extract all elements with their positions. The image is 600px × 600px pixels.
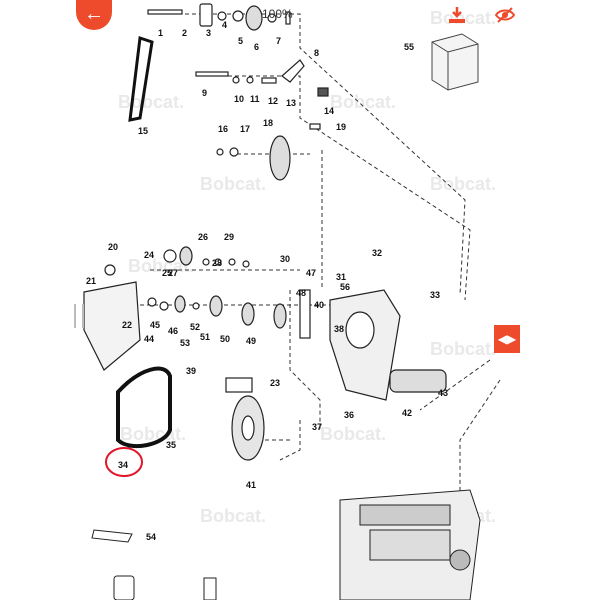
callout-54: 54 bbox=[146, 532, 156, 542]
callout-41: 41 bbox=[246, 480, 256, 490]
callout-12: 12 bbox=[268, 96, 278, 106]
callout-10: 10 bbox=[234, 94, 244, 104]
callout-39: 39 bbox=[186, 366, 196, 376]
callout-56: 56 bbox=[340, 282, 350, 292]
callout-21: 21 bbox=[86, 276, 96, 286]
watermark: Bobcat. bbox=[430, 339, 496, 359]
callout-37: 37 bbox=[312, 422, 322, 432]
callout-49: 49 bbox=[246, 336, 256, 346]
belts bbox=[116, 35, 172, 449]
middle-hardware bbox=[83, 246, 447, 461]
callout-29: 29 bbox=[224, 232, 234, 242]
callout-6: 6 bbox=[254, 42, 259, 52]
drag-handle[interactable] bbox=[74, 304, 84, 328]
callout-34: 34 bbox=[118, 460, 128, 470]
part-56-box bbox=[431, 33, 479, 91]
belt-34 bbox=[116, 366, 172, 449]
callout-51: 51 bbox=[200, 332, 210, 342]
watermark: Bobcat. bbox=[200, 506, 266, 526]
rod bbox=[203, 577, 217, 600]
watermark: Bobcat. bbox=[430, 174, 496, 194]
sealant-tube-54 bbox=[91, 529, 133, 543]
callout-15: 15 bbox=[138, 126, 148, 136]
callout-42: 42 bbox=[402, 408, 412, 418]
callout-13: 13 bbox=[286, 98, 296, 108]
callout-53: 53 bbox=[180, 338, 190, 348]
callout-20: 20 bbox=[108, 242, 118, 252]
callout-31: 31 bbox=[336, 272, 346, 282]
callout-8: 8 bbox=[314, 48, 319, 58]
callout-16: 16 bbox=[218, 124, 228, 134]
callout-19: 19 bbox=[336, 122, 346, 132]
callout-17: 17 bbox=[240, 124, 250, 134]
callout-43: 43 bbox=[438, 388, 448, 398]
callout-55: 55 bbox=[404, 42, 414, 52]
callout-52: 52 bbox=[190, 322, 200, 332]
zoom-level: 100% bbox=[262, 7, 293, 21]
expand-horizontal-icon[interactable]: ◀▶ bbox=[494, 325, 520, 353]
callout-44: 44 bbox=[144, 334, 154, 344]
watermark: Bobcat. bbox=[118, 92, 184, 112]
callout-46: 46 bbox=[168, 326, 178, 336]
callout-45: 45 bbox=[150, 320, 160, 330]
watermark: Bobcat. bbox=[128, 256, 194, 276]
engine-block bbox=[339, 489, 481, 600]
starter-motor-42 bbox=[389, 369, 447, 393]
callout-33: 33 bbox=[430, 290, 440, 300]
belt-15 bbox=[128, 35, 154, 122]
callout-3: 3 bbox=[206, 28, 211, 38]
callout-32: 32 bbox=[372, 248, 382, 258]
callout-48: 48 bbox=[296, 288, 306, 298]
callout-23: 23 bbox=[270, 378, 280, 388]
callout-14: 14 bbox=[324, 106, 334, 116]
callout-30: 30 bbox=[280, 254, 290, 264]
watermark: Bobcat. bbox=[200, 174, 266, 194]
top-hardware bbox=[147, 3, 329, 181]
callout-47: 47 bbox=[306, 268, 316, 278]
callout-4: 4 bbox=[222, 20, 227, 30]
service-items bbox=[91, 529, 217, 600]
callout-40: 40 bbox=[314, 300, 324, 310]
callout-22: 22 bbox=[122, 320, 132, 330]
callout-5: 5 bbox=[238, 36, 243, 46]
callout-35: 35 bbox=[166, 440, 176, 450]
callout-24: 24 bbox=[144, 250, 154, 260]
watermark: Bobcat. bbox=[120, 424, 186, 444]
download-icon[interactable] bbox=[446, 6, 468, 24]
watermark: Bobcat. bbox=[330, 92, 396, 112]
highlight-ring bbox=[105, 447, 143, 477]
bottle bbox=[113, 575, 135, 600]
callout-7: 7 bbox=[276, 36, 281, 46]
callout-27: 27 bbox=[168, 268, 178, 278]
callout-1: 1 bbox=[158, 28, 163, 38]
callout-26: 26 bbox=[198, 232, 208, 242]
cover-plate-21 bbox=[83, 281, 141, 371]
callout-25: 25 bbox=[162, 268, 172, 278]
callout-38: 38 bbox=[334, 324, 344, 334]
callout-11: 11 bbox=[250, 94, 260, 104]
back-button[interactable]: ← bbox=[76, 0, 112, 30]
watermark: Bobcat. bbox=[430, 8, 496, 28]
callout-28: 28 bbox=[212, 258, 222, 268]
callout-2: 2 bbox=[182, 28, 187, 38]
callout-9: 9 bbox=[202, 88, 207, 98]
callout-18: 18 bbox=[263, 118, 273, 128]
decal-23 bbox=[225, 377, 253, 393]
callout-36: 36 bbox=[344, 410, 354, 420]
callout-50: 50 bbox=[220, 334, 230, 344]
watermark: Bobcat. bbox=[320, 424, 386, 444]
eye-off-icon[interactable] bbox=[494, 6, 516, 24]
